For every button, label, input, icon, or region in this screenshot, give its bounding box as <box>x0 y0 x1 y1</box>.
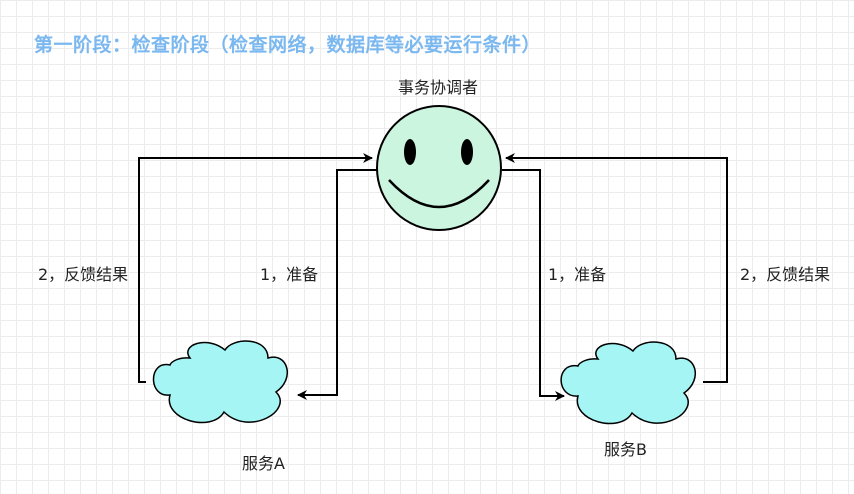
edge-label-prepare-a: 1，准备 <box>260 265 319 284</box>
edge-label-feedback-b: 2，反馈结果 <box>740 265 831 284</box>
smiley-face-icon <box>376 105 502 231</box>
service-b-label: 服务B <box>604 440 647 459</box>
edge-label-feedback-a: 2，反馈结果 <box>38 265 129 284</box>
coordinator-label: 事务协调者 <box>398 78 479 97</box>
edge-prepare-b <box>502 169 565 401</box>
edge-feedback-b <box>505 153 728 383</box>
diagram-title: 第一阶段：检查阶段（检查网络，数据库等必要运行条件） <box>34 34 542 56</box>
edge-prepare-a <box>297 169 377 400</box>
cloud-icon <box>152 340 288 424</box>
edge-feedback-a <box>138 153 373 383</box>
edge-label-prepare-b: 1，准备 <box>548 265 607 284</box>
cloud-icon <box>560 341 696 425</box>
service-a-label: 服务A <box>242 454 285 473</box>
